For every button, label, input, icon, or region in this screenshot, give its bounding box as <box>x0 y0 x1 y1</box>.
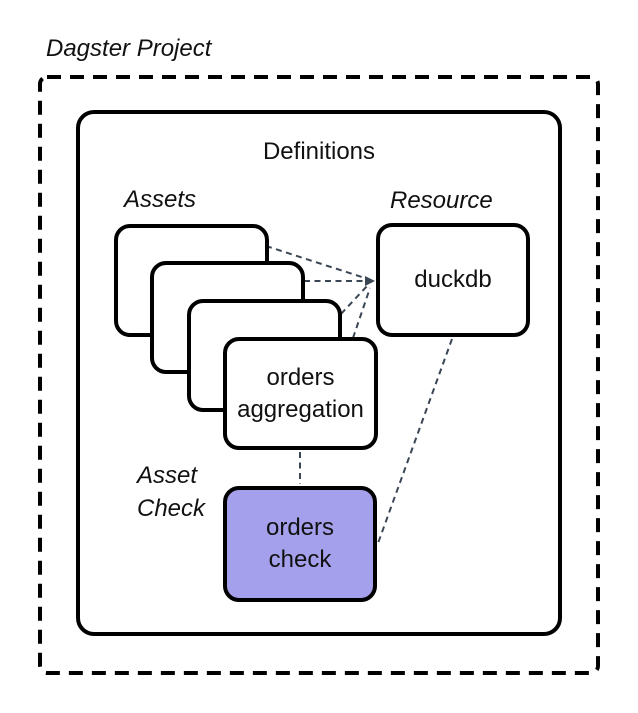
definitions-label: Definitions <box>262 138 376 165</box>
duckdb-label: duckdb <box>414 266 492 293</box>
dagster-project-label: Dagster Project <box>46 35 212 62</box>
resource-group-label: Resource <box>390 187 493 214</box>
orders-check-node: orders check <box>223 486 377 602</box>
asset-check-group-label: Asset Check <box>137 462 206 522</box>
definitions-container <box>76 110 562 636</box>
assets-group-label: Assets <box>124 186 197 213</box>
orders-aggregation-label: orders aggregation <box>237 363 364 423</box>
orders-check-label: orders check <box>265 514 335 573</box>
duckdb-node: duckdb <box>376 223 530 337</box>
orders-aggregation-node: orders aggregation <box>223 337 378 450</box>
